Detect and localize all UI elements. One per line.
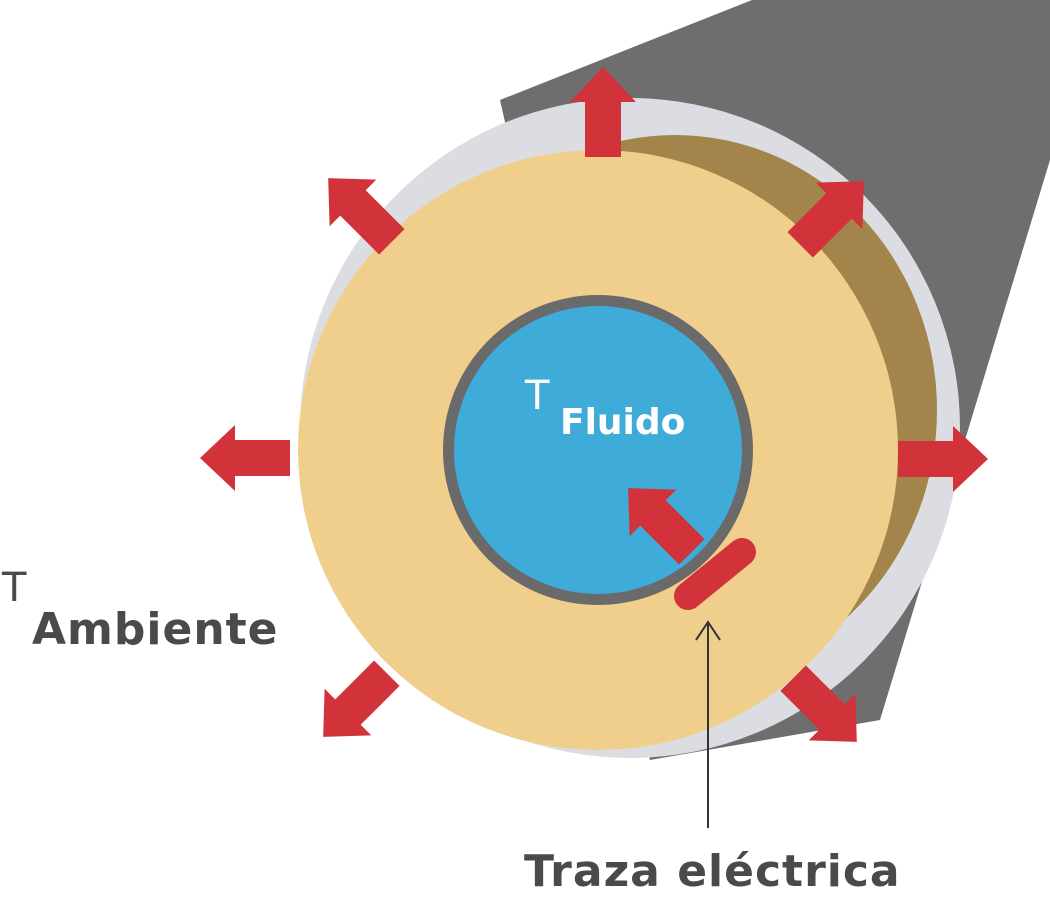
- fluid-temperature-symbol: T: [525, 373, 550, 419]
- heat-loss-arrow-upper-left: [328, 178, 405, 255]
- heat-loss-arrow-lower-right: [780, 665, 857, 742]
- fluid: [454, 306, 742, 594]
- heat-loss-arrow-upper-right: [787, 181, 864, 258]
- heat-loss-arrow-left: [200, 425, 290, 491]
- trace-callout-pointer: [695, 620, 721, 828]
- ambient-temperature-symbol: T: [2, 565, 27, 611]
- heat-input-arrow: [628, 488, 705, 565]
- fluid-temperature-label: Fluido: [560, 402, 686, 443]
- electric-trace-element: [674, 538, 756, 610]
- electric-trace-label: Traza eléctrica: [524, 846, 901, 897]
- heat-loss-arrow-up: [570, 67, 636, 157]
- ambient-temperature-label: Ambiente: [32, 604, 279, 655]
- heat-loss-arrow-right: [898, 426, 988, 492]
- heat-loss-arrow-lower-left: [323, 660, 400, 737]
